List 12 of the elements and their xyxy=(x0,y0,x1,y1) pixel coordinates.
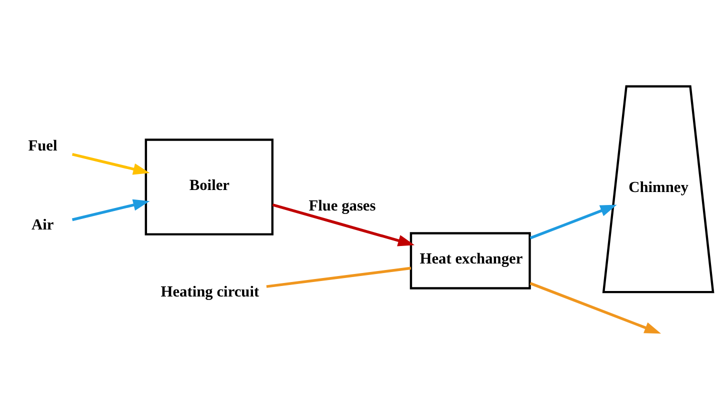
arrow xyxy=(530,204,617,240)
node-box: Heat exchanger xyxy=(410,232,531,290)
node-text: Air xyxy=(32,216,54,234)
node-text: Heating circuit xyxy=(160,284,260,301)
arrow xyxy=(72,199,150,222)
arrow xyxy=(530,282,662,334)
node-box: Boiler xyxy=(144,138,274,236)
arrow xyxy=(272,203,415,246)
node-text: Fuel xyxy=(28,137,58,154)
arrow xyxy=(72,153,150,175)
edge-label: Flue gases xyxy=(308,197,376,214)
connector xyxy=(266,266,412,288)
